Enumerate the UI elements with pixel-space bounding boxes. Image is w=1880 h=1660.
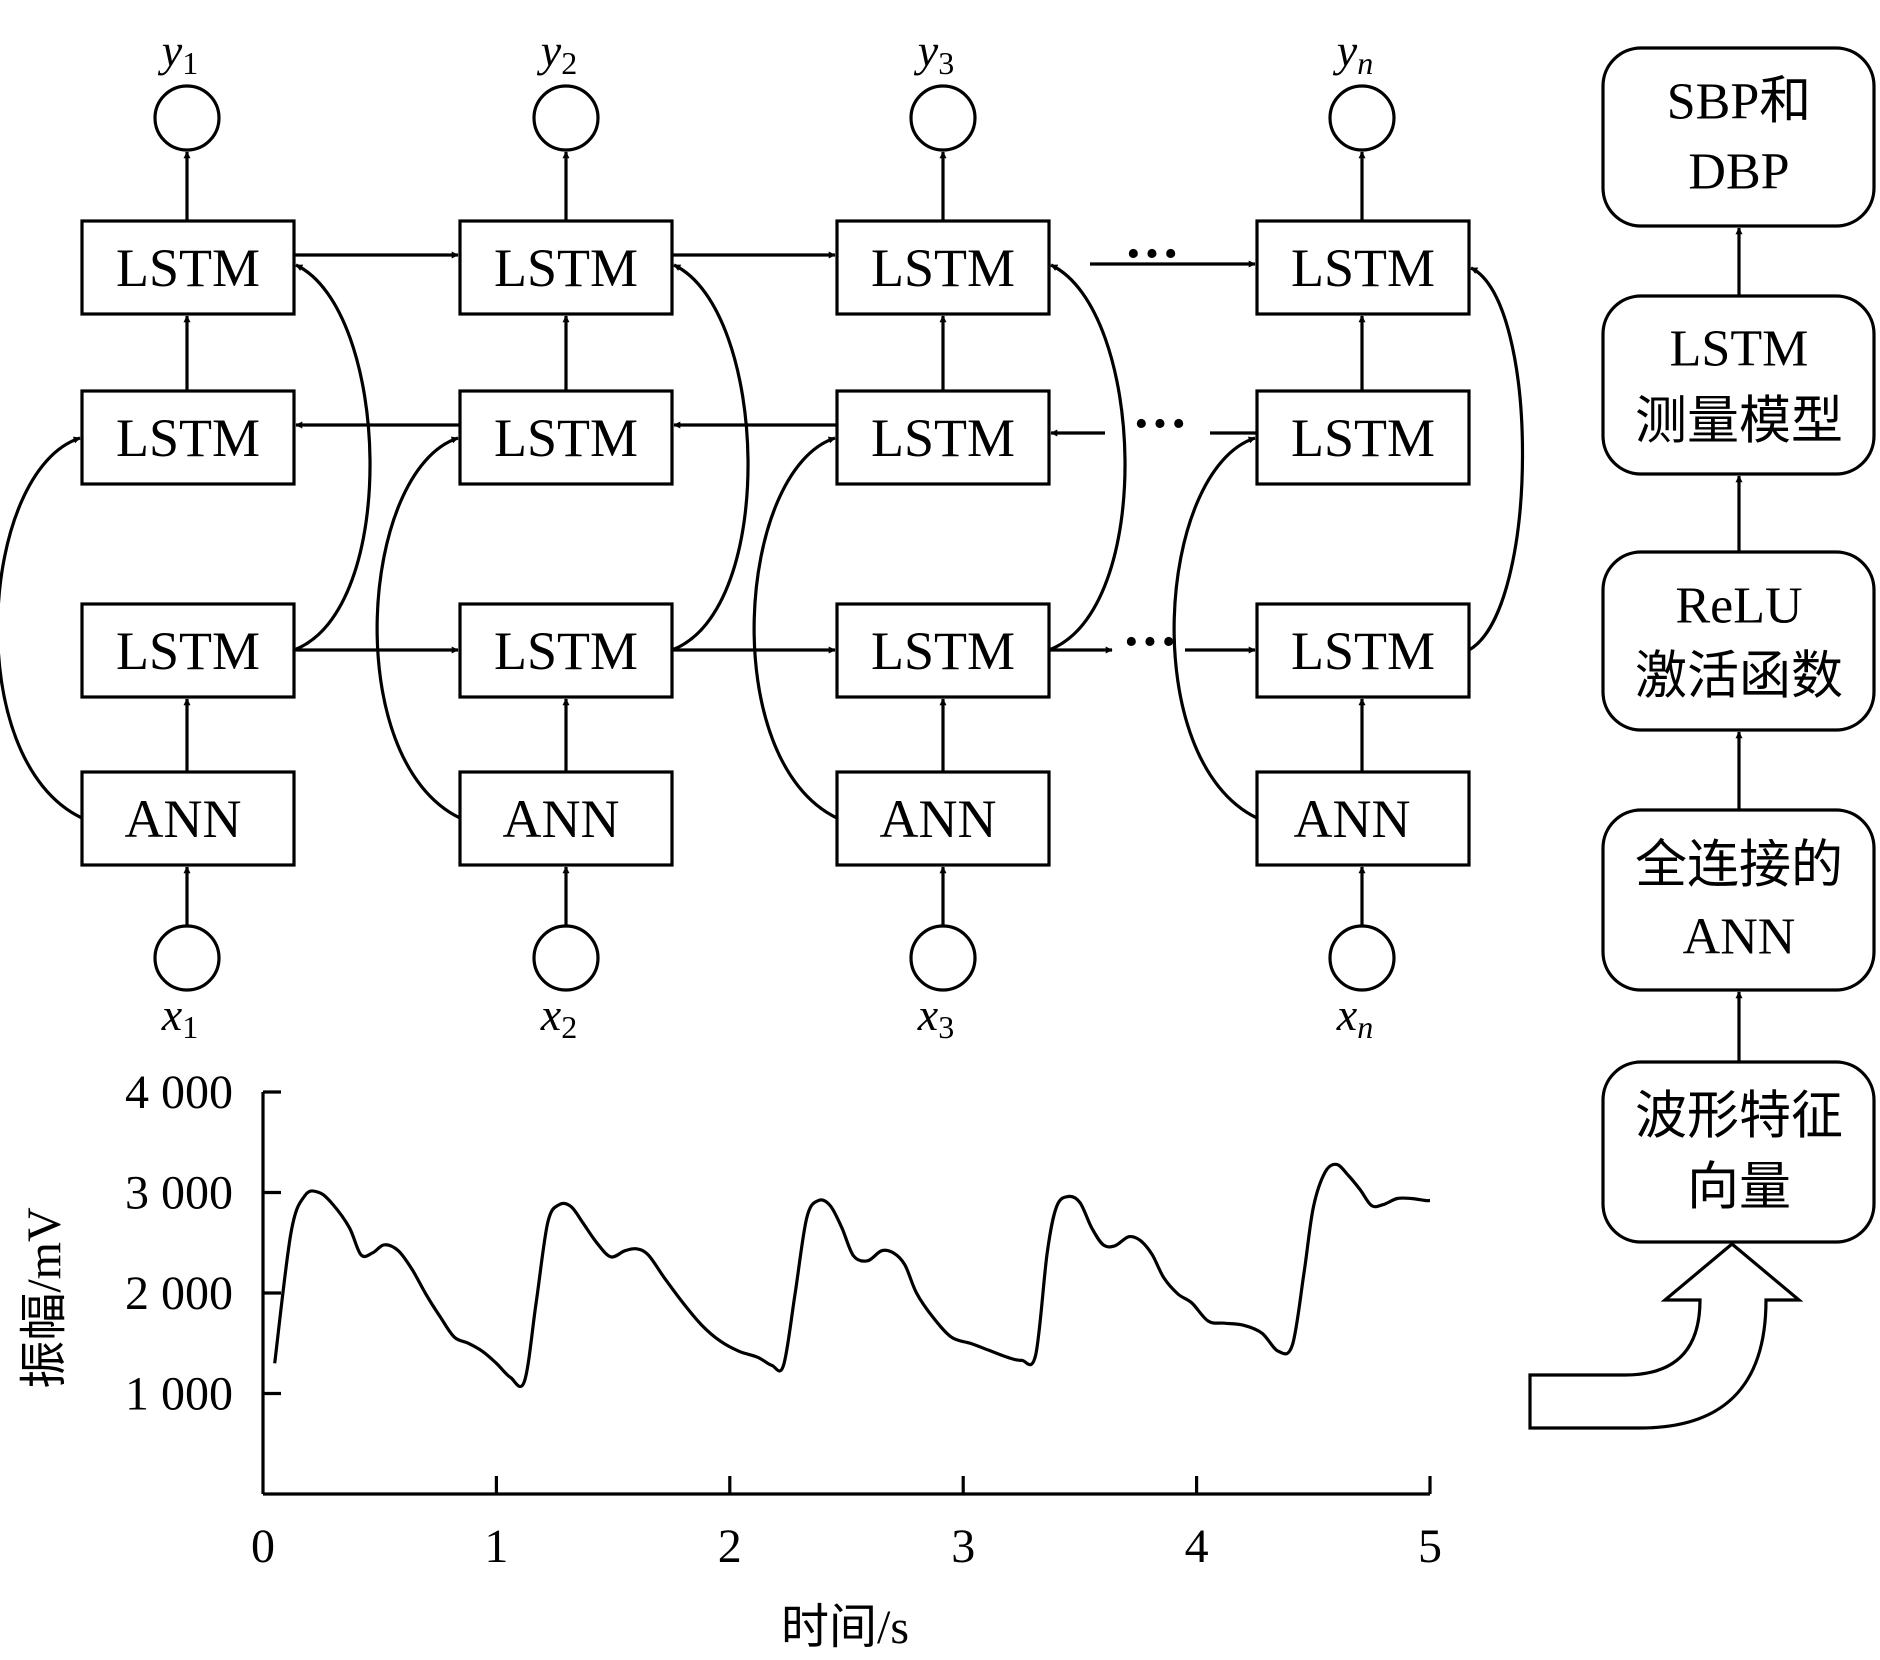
backward-lstm-label-2: LSTM	[494, 408, 638, 468]
input-node-1	[153, 924, 221, 992]
input-node-2	[532, 924, 600, 992]
output-label-n: yn	[1333, 25, 1373, 81]
forward-lstm-label-1: LSTM	[116, 238, 260, 298]
input-lstm-cell-2	[458, 602, 674, 699]
output-label-1: y1	[158, 25, 198, 81]
waveform-chart: 0 1 2 3 4 5 1 000 2 000 3 000 4 000 时间/s 振幅/mV	[18, 1066, 1442, 1654]
column-3: y3 LSTM LSTM LSTM ANN x3	[835, 25, 1051, 1045]
backward-lstm-cell-n	[1255, 389, 1471, 486]
y-tick-label: 2 000	[125, 1267, 233, 1320]
backward-lstm-label-n: LSTM	[1291, 408, 1435, 468]
y-tick-label: 4 000	[125, 1066, 233, 1119]
forward-lstm-cell-1	[80, 219, 296, 316]
input-node-n	[1328, 924, 1396, 992]
curve-lstm-to-forward-n	[1468, 266, 1525, 652]
ann-cell-n	[1255, 770, 1471, 867]
pipeline-step-1-line2: DBP	[1688, 144, 1789, 201]
horizontal-arrows: ··· ··· ···	[294, 223, 1257, 673]
ann-label-n: ANN	[1294, 789, 1411, 849]
backward-lstm-label-1: LSTM	[116, 408, 260, 468]
pipeline-step-3-line1: ReLU	[1675, 578, 1802, 635]
backward-lstm-cell-1	[80, 389, 296, 486]
input-lstm-label-2: LSTM	[494, 621, 638, 681]
forward-lstm-cell-2	[458, 219, 674, 316]
forward-lstm-label-n: LSTM	[1291, 238, 1435, 298]
pipeline-step-2-line1: LSTM	[1670, 321, 1809, 378]
pipeline-step-5-line2: 向量	[1687, 1160, 1791, 1217]
curve-ann-to-backward-3	[752, 436, 838, 820]
waveform-series-line	[273, 1162, 1431, 1389]
input-lstm-label-n: LSTM	[1291, 621, 1435, 681]
pipeline-step-sbp-dbp	[1601, 46, 1876, 228]
x-tick-label: 2	[718, 1520, 742, 1573]
y-axis-label: 振幅/mV	[18, 1207, 71, 1389]
ellipsis-top: ···	[1124, 223, 1180, 285]
y-tick-label: 3 000	[125, 1167, 233, 1220]
column-2: y2 LSTM LSTM LSTM ANN x2	[458, 25, 674, 1045]
pipeline-step-5-line1: 波形特征	[1635, 1089, 1843, 1146]
output-node-2	[532, 84, 600, 152]
output-node-3	[909, 84, 977, 152]
input-lstm-cell-n	[1255, 602, 1471, 699]
output-node-1	[153, 84, 221, 152]
ann-label-2: ANN	[503, 789, 620, 849]
column-1: y1 LSTM LSTM LSTM ANN x1	[80, 25, 296, 1045]
input-node-3	[909, 924, 977, 992]
hollow-curved-arrow	[1528, 1241, 1804, 1430]
output-node-n	[1328, 84, 1396, 152]
pipeline: SBP和 DBP LSTM 测量模型 ReLU 激活函数 全连接的 ANN 波形…	[1528, 46, 1876, 1430]
input-lstm-cell-3	[835, 602, 1051, 699]
x-tick-label: 5	[1418, 1520, 1442, 1573]
chart-axes	[261, 1090, 1432, 1496]
column-n: yn LSTM LSTM LSTM ANN xn	[1255, 25, 1471, 1045]
ann-label-1: ANN	[125, 789, 242, 849]
x-tick-label: 3	[951, 1520, 975, 1573]
curve-lstm-to-forward-2	[671, 263, 750, 652]
input-label-2: x2	[540, 989, 577, 1045]
pipeline-step-3-line2: 激活函数	[1635, 649, 1843, 706]
output-label-3: y3	[914, 25, 954, 81]
input-lstm-cell-1	[80, 602, 296, 699]
curve-lstm-to-forward-1	[293, 263, 372, 652]
curve-ann-to-backward-2	[375, 436, 461, 820]
pipeline-step-4-line2: ANN	[1683, 909, 1796, 966]
ann-label-3: ANN	[880, 789, 997, 849]
forward-lstm-label-2: LSTM	[494, 238, 638, 298]
ellipsis-middle: ···	[1132, 393, 1188, 455]
backward-lstm-cell-3	[835, 389, 1051, 486]
input-lstm-label-3: LSTM	[871, 621, 1015, 681]
bilstm-network: y1 LSTM LSTM LSTM ANN x1 y2 LSTM LSTM LS…	[0, 25, 1525, 1045]
ellipsis-bottom: ···	[1122, 611, 1178, 673]
curved-arrows	[0, 263, 1525, 820]
pipeline-step-4-line1: 全连接的	[1635, 838, 1843, 895]
input-label-1: x1	[161, 989, 198, 1045]
x-tick-labels: 0 1 2 3 4 5	[251, 1520, 1442, 1573]
pipeline-step-1-line1: SBP和	[1667, 74, 1812, 131]
y-tick-labels: 1 000 2 000 3 000 4 000	[125, 1066, 233, 1421]
input-lstm-label-1: LSTM	[116, 621, 260, 681]
backward-lstm-cell-2	[458, 389, 674, 486]
vertical-arrows	[183, 151, 1366, 926]
x-axis-label: 时间/s	[781, 1601, 909, 1654]
x-tick-label: 1	[484, 1520, 508, 1573]
curve-ann-to-backward-1	[0, 436, 83, 820]
y-tick-label: 1 000	[125, 1368, 233, 1421]
curve-ann-to-backward-n	[1172, 436, 1258, 820]
curve-lstm-to-forward-3	[1048, 263, 1127, 652]
input-label-n: xn	[1336, 989, 1373, 1045]
forward-lstm-cell-n	[1255, 219, 1471, 316]
ann-cell-3	[835, 770, 1051, 867]
input-label-3: x3	[917, 989, 954, 1045]
x-tick-label: 0	[251, 1520, 275, 1573]
pipeline-step-2-line2: 测量模型	[1635, 394, 1843, 451]
backward-lstm-label-3: LSTM	[871, 408, 1015, 468]
output-label-2: y2	[537, 25, 577, 81]
forward-lstm-label-3: LSTM	[871, 238, 1015, 298]
x-tick-label: 4	[1185, 1520, 1209, 1573]
